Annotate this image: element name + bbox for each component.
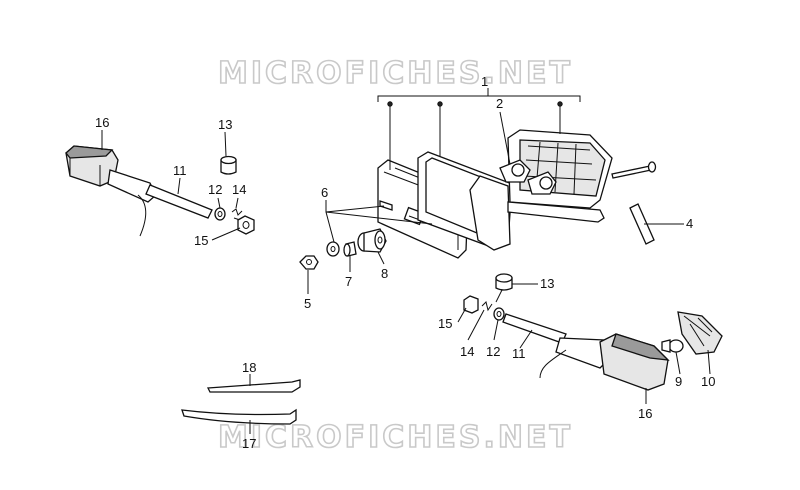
watermark-top: MICROFICHES.NET — [218, 56, 573, 91]
bulb-9 — [661, 339, 684, 353]
bulbs — [499, 159, 557, 195]
label-13-right: 13 — [540, 276, 554, 291]
label-16-right: 16 — [638, 406, 652, 421]
label-12-right: 12 — [486, 344, 500, 359]
label-13-left: 13 — [218, 117, 232, 132]
label-10: 10 — [701, 374, 715, 389]
leader-lines — [101, 88, 711, 434]
screw — [611, 161, 657, 179]
right-spacer — [495, 273, 513, 291]
right-stem — [502, 313, 567, 344]
part-7-spacer — [343, 241, 357, 257]
label-11-left: 11 — [173, 163, 187, 178]
label-8: 8 — [381, 266, 388, 281]
label-7: 7 — [345, 274, 352, 289]
left-spacer — [220, 155, 237, 175]
reflector-rod — [629, 203, 655, 245]
left-washer — [214, 207, 226, 221]
right-lock-washer — [481, 301, 493, 312]
label-14-left: 14 — [232, 182, 246, 197]
part-8-grommet — [357, 228, 387, 253]
part-numbers: 1 2 4 5 6 7 8 9 10 11 12 13 14 15 16 11 … — [95, 74, 715, 451]
left-stem — [145, 184, 213, 219]
label-12-left: 12 — [208, 182, 222, 197]
strip-18 — [206, 379, 301, 393]
label-4: 4 — [686, 216, 693, 231]
left-nut — [237, 215, 255, 235]
watermark-bottom: MICROFICHES.NET — [218, 420, 573, 455]
part-5-nut — [299, 255, 319, 270]
strip-17 — [181, 408, 297, 425]
label-5: 5 — [304, 296, 311, 311]
part-6-washer — [326, 241, 340, 257]
label-11-right: 11 — [512, 346, 526, 361]
right-nut — [463, 295, 479, 314]
label-17: 17 — [242, 436, 256, 451]
label-6: 6 — [321, 185, 328, 200]
left-turn-signal — [65, 145, 157, 237]
label-1: 1 — [481, 74, 488, 89]
right-washer — [493, 307, 505, 321]
label-14-right: 14 — [460, 344, 474, 359]
label-2: 2 — [496, 96, 503, 111]
lens-10 — [677, 311, 723, 355]
right-turn-signal — [539, 333, 670, 391]
label-18: 18 — [242, 360, 256, 375]
label-9: 9 — [675, 374, 682, 389]
label-15-right: 15 — [438, 316, 452, 331]
label-15-left: 15 — [194, 233, 208, 248]
label-16-left: 16 — [95, 115, 109, 130]
